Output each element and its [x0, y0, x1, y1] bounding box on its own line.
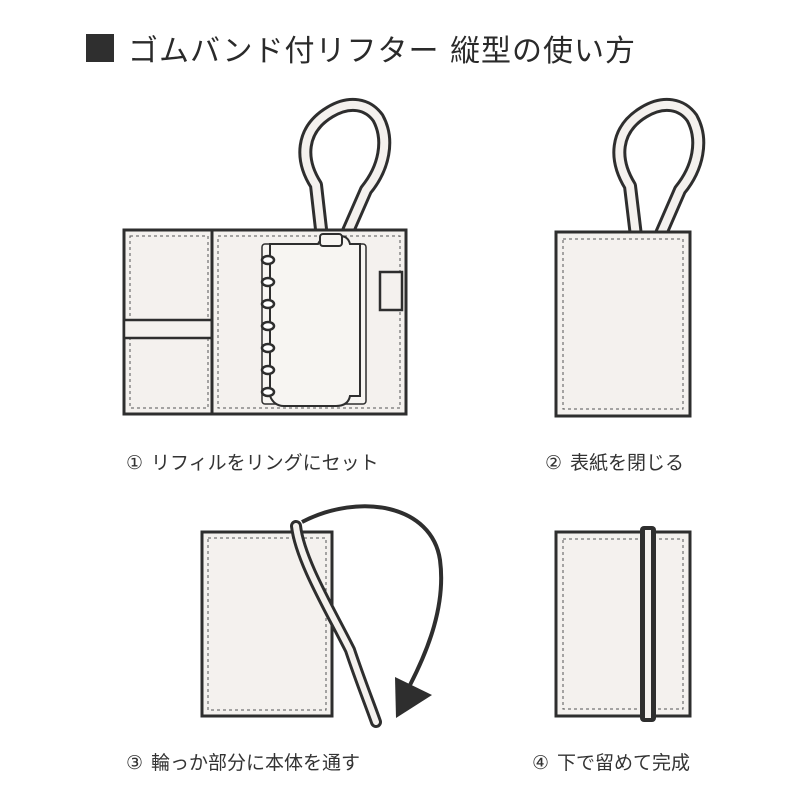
- step2-closed-cover: [554, 230, 692, 418]
- ring-icon: [260, 320, 276, 332]
- step4-closed-cover: [554, 530, 692, 718]
- ring-icon: [260, 342, 276, 354]
- step3-closed-cover: [200, 530, 334, 718]
- step4-elastic-band-highlight: [645, 530, 651, 718]
- step4-caption: ④ 下で留めて完成: [532, 748, 690, 775]
- step1-card-pocket: [122, 318, 216, 340]
- step2-cover-stitch: [562, 238, 684, 410]
- step3-text: 輪っか部分に本体を通す: [151, 752, 361, 774]
- ring-icon: [260, 298, 276, 310]
- step1-caption: ① リフィルをリングにセット: [126, 448, 379, 475]
- step4-cover-stitch: [562, 538, 684, 710]
- step2-elastic-loop-inner: [615, 100, 703, 240]
- step4-number: ④: [532, 752, 550, 774]
- step3-number: ③: [126, 752, 144, 774]
- step1-elastic-loop-inner: [301, 100, 389, 242]
- step2-illustration: [554, 97, 706, 418]
- ring-icon: [260, 276, 276, 288]
- title-bullet-square-icon: [86, 34, 114, 62]
- step1-right-cover-stitch: [217, 235, 401, 409]
- step1-lifter-tab: [319, 233, 343, 247]
- step1-binder-rings: [260, 254, 276, 398]
- step4-text: 下で留めて完成: [557, 752, 691, 774]
- step4-illustration: [554, 526, 692, 722]
- step3-cover-stitch: [207, 537, 327, 711]
- step3-illustration: [200, 504, 444, 728]
- ring-icon: [260, 364, 276, 376]
- step3-curved-arrow: [301, 504, 444, 686]
- step2-number: ②: [545, 452, 563, 474]
- ring-icon: [260, 386, 276, 398]
- step2-text: 表紙を閉じる: [570, 452, 685, 474]
- step3-arrow-head-icon: [395, 677, 432, 718]
- ring-icon: [260, 254, 276, 266]
- step1-text: リフィルをリングにセット: [151, 452, 379, 474]
- step3-elastic-band-inner: [293, 523, 379, 725]
- step1-lifter: [269, 235, 361, 407]
- step1-number: ①: [126, 452, 144, 474]
- step2-caption: ② 表紙を閉じる: [545, 448, 684, 475]
- step1-illustration: [122, 97, 408, 416]
- step3-caption: ③ 輪っか部分に本体を通す: [126, 748, 360, 775]
- page-title: ゴムバンド付リフター 縦型の使い方: [86, 24, 636, 72]
- title-text: ゴムバンド付リフター 縦型の使い方: [128, 34, 637, 69]
- step1-pen-holder: [378, 270, 404, 312]
